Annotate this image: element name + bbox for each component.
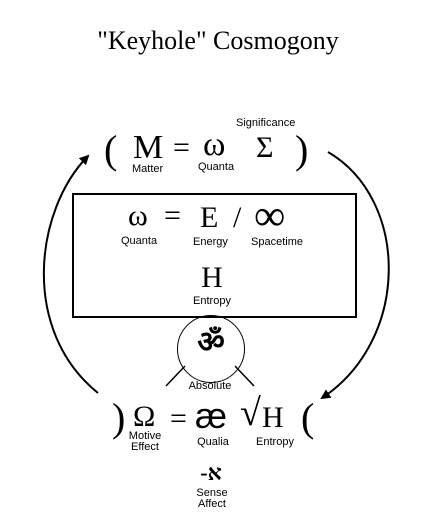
right-flow-arrow [320, 151, 390, 400]
top-close-paren: ) [295, 127, 309, 172]
spacetime-label: Spacetime [251, 236, 303, 248]
box-quanta-symbol: ω [128, 199, 148, 232]
top-equals: = [173, 131, 190, 164]
box-quanta-label: Quanta [121, 235, 158, 247]
keyhole-left-leg [165, 365, 186, 387]
energy-symbol: E [200, 201, 219, 234]
bottom-open-paren: ( [301, 395, 315, 440]
bottom-equals: = [170, 402, 187, 435]
sense-label: Sense [196, 487, 228, 499]
absolute-label: Absolute [188, 380, 232, 392]
quanta-symbol: ω [203, 126, 226, 163]
box-equals: = [164, 199, 181, 232]
aleph-symbol: -א [200, 460, 222, 485]
division-slash: / [233, 201, 242, 234]
matter-label: Matter [132, 163, 164, 175]
left-flow-arrow [42, 154, 99, 394]
affect-label: Affect [198, 498, 226, 510]
bottom-entropy-symbol: H [262, 401, 284, 434]
entropy-symbol: H [201, 261, 223, 294]
energy-label: Energy [193, 236, 228, 248]
top-open-paren: ( [104, 127, 118, 172]
om-icon: ॐ [197, 326, 225, 359]
bottom-entropy-label: Entropy [256, 436, 294, 448]
effect-label: Effect [131, 441, 159, 453]
root-symbol: √ [240, 392, 261, 434]
spacetime-symbol: ∞ [254, 191, 286, 240]
qualia-label: Qualia [197, 436, 229, 448]
significance-symbol: Σ [256, 131, 274, 164]
qualia-symbol: æ [195, 395, 228, 436]
page-title: "Keyhole" Cosmogony [97, 26, 339, 55]
motive-effect-symbol: Ω [133, 400, 156, 433]
motive-label: Motive [128, 430, 162, 442]
quanta-label: Quanta [198, 161, 235, 173]
significance-label: Significance [236, 117, 296, 129]
bottom-close-paren: ) [112, 395, 126, 440]
matter-symbol: M [133, 129, 164, 166]
entropy-label: Entropy [193, 295, 231, 307]
absolute-circle [177, 315, 245, 383]
